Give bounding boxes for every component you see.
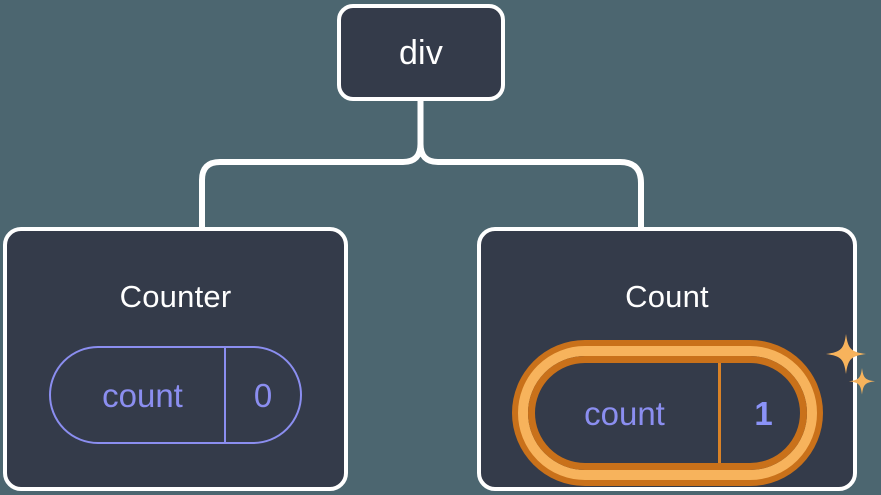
- hook-name-counter: count: [102, 376, 183, 414]
- node-counter[interactable]: Counter count 0: [3, 227, 348, 491]
- connector-path-right: [417, 97, 644, 230]
- sparkle-large-icon: [825, 334, 866, 374]
- node-root[interactable]: div: [337, 4, 505, 101]
- hook-pill-wrapper-counter: count 0: [49, 346, 302, 444]
- hook-pill-wrapper-count: count 1: [517, 334, 875, 480]
- hook-pill-counter[interactable]: count 0: [49, 346, 302, 444]
- hook-value-counter: 0: [224, 348, 300, 442]
- node-count-label: Count: [625, 279, 709, 314]
- sparkle-small-icon: [848, 368, 875, 395]
- hook-name-count: count: [584, 394, 665, 432]
- node-counter-label: Counter: [119, 279, 232, 314]
- hook-pill-count[interactable]: count 1: [517, 346, 817, 480]
- node-count[interactable]: Count count 1: [477, 227, 875, 491]
- sparkle-group: [825, 334, 875, 395]
- connector-path-left: [199, 97, 424, 230]
- node-root-label: div: [398, 33, 444, 72]
- hook-value-count: 1: [717, 356, 807, 470]
